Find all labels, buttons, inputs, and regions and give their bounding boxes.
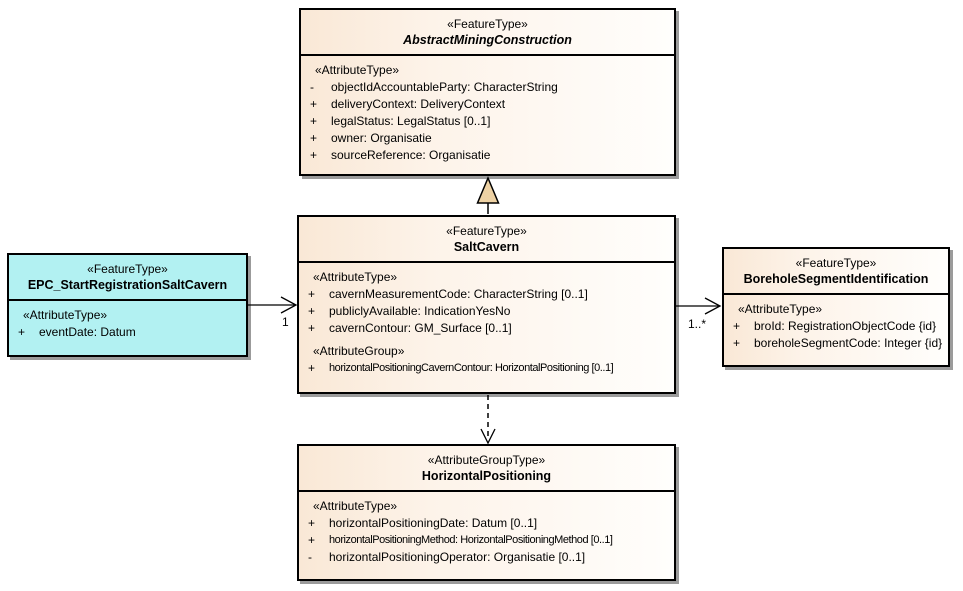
attribute-row: + legalStatus: LegalStatus [0..1] <box>301 113 674 130</box>
stereotype-label: «FeatureType» <box>795 256 877 270</box>
attribute-row: - objectIdAccountableParty: CharacterStr… <box>301 79 674 96</box>
visibility-marker: + <box>18 325 26 339</box>
box-body: «AttributeType» + broId: RegistrationObj… <box>724 295 948 352</box>
visibility-marker: + <box>310 97 318 111</box>
visibility-marker: - <box>308 550 312 564</box>
class-name: EPC_StartRegistrationSaltCavern <box>27 278 228 292</box>
attribute-section-header: «AttributeType» <box>315 63 400 77</box>
class-box-abstract-mining-construction: «FeatureType» AbstractMiningConstruction… <box>299 8 676 176</box>
visibility-marker: + <box>308 516 316 530</box>
attribute-text: cavernContour: GM_Surface [0..1] <box>329 321 512 335</box>
generalization-arrow <box>476 176 500 214</box>
visibility-marker: + <box>733 336 741 350</box>
attribute-text: deliveryContext: DeliveryContext <box>331 97 506 111</box>
attribute-row: + broId: RegistrationObjectCode {id} <box>724 318 948 335</box>
visibility-marker: + <box>308 361 316 375</box>
visibility-marker: + <box>308 287 316 301</box>
attribute-row: + publiclyAvailable: IndicationYesNo <box>299 303 674 320</box>
attribute-text: horizontalPositioningMethod: HorizontalP… <box>329 534 613 546</box>
attribute-section-header: «AttributeType» <box>313 499 398 513</box>
stereotype-label: «FeatureType» <box>447 17 528 31</box>
visibility-marker: + <box>308 533 316 547</box>
attribute-row: + sourceReference: Organisatie <box>301 147 674 164</box>
attribute-text: horizontalPositioningDate: Datum [0..1] <box>329 516 538 530</box>
box-body: «AttributeType» + cavernMeasurementCode:… <box>299 263 674 377</box>
box-body: «AttributeType» - objectIdAccountablePar… <box>301 56 674 164</box>
attribute-group-section-header: «AttributeGroup» <box>313 344 405 358</box>
attribute-text: horizontalPositioningOperator: Organisat… <box>329 550 586 564</box>
attribute-row: + horizontalPositioningDate: Datum [0..1… <box>299 515 674 532</box>
attribute-text: cavernMeasurementCode: CharacterString [… <box>329 287 588 301</box>
class-box-salt-cavern: «FeatureType» SaltCavern «AttributeType»… <box>297 215 676 394</box>
stereotype-label: «FeatureType» <box>87 262 168 276</box>
attribute-row: + cavernMeasurementCode: CharacterString… <box>299 286 674 303</box>
attribute-row: + horizontalPositioningCavernContour: Ho… <box>299 360 674 377</box>
stereotype-label: «AttributeGroupType» <box>427 453 546 467</box>
attribute-text: legalStatus: LegalStatus [0..1] <box>331 114 491 128</box>
attribute-row: - horizontalPositioningOperator: Organis… <box>299 549 674 566</box>
attribute-row: + cavernContour: GM_Surface [0..1] <box>299 320 674 337</box>
attribute-text: broId: RegistrationObjectCode {id} <box>754 319 937 333</box>
visibility-marker: + <box>308 304 316 318</box>
attribute-text: owner: Organisatie <box>331 131 432 145</box>
association-arrow-saltcavern-borehole <box>676 297 722 315</box>
stereotype-label: «FeatureType» <box>446 224 527 238</box>
box-header: «AttributeGroupType» HorizontalPositioni… <box>299 446 674 492</box>
class-name: AbstractMiningConstruction <box>403 33 572 47</box>
class-box-epc-start-registration-salt-cavern: «FeatureType» EPC_StartRegistrationSaltC… <box>7 253 248 357</box>
visibility-marker: + <box>308 321 316 335</box>
visibility-marker: + <box>733 319 741 333</box>
attribute-text: objectIdAccountableParty: CharacterStrin… <box>331 80 558 94</box>
attribute-row: + owner: Organisatie <box>301 130 674 147</box>
attribute-row: + boreholeSegmentCode: Integer {id} <box>724 335 948 352</box>
class-box-borehole-segment-identification: «FeatureType» BoreholeSegmentIdentificat… <box>722 247 950 367</box>
attribute-text: publiclyAvailable: IndicationYesNo <box>329 304 511 318</box>
attribute-text: eventDate: Datum <box>39 325 136 339</box>
box-header: «FeatureType» AbstractMiningConstruction <box>301 10 674 56</box>
attribute-row: + horizontalPositioningMethod: Horizonta… <box>299 532 674 549</box>
association-arrow-epc-saltcavern <box>248 296 298 314</box>
attribute-section-header: «AttributeType» <box>23 308 108 322</box>
attribute-section-header: «AttributeType» <box>313 270 398 284</box>
class-box-horizontal-positioning: «AttributeGroupType» HorizontalPositioni… <box>297 444 676 581</box>
box-body: «AttributeType» + eventDate: Datum <box>9 301 246 341</box>
attribute-text: horizontalPositioningCavernContour: Hori… <box>329 362 614 374</box>
visibility-marker: + <box>310 148 318 162</box>
multiplicity-label-saltcavern-borehole: 1..* <box>688 317 707 331</box>
attribute-text: sourceReference: Organisatie <box>331 148 491 162</box>
multiplicity-label-epc-saltcavern: 1 <box>282 315 289 329</box>
class-name: SaltCavern <box>453 240 520 254</box>
attribute-section-header: «AttributeType» <box>738 302 823 316</box>
dependency-arrow <box>480 395 496 445</box>
attribute-text: boreholeSegmentCode: Integer {id} <box>754 336 943 350</box>
visibility-marker: + <box>310 114 318 128</box>
visibility-marker: - <box>310 80 314 94</box>
box-header: «FeatureType» BoreholeSegmentIdentificat… <box>724 249 948 295</box>
box-header: «FeatureType» EPC_StartRegistrationSaltC… <box>9 255 246 301</box>
box-header: «FeatureType» SaltCavern <box>299 217 674 263</box>
attribute-row: + eventDate: Datum <box>9 324 246 341</box>
box-body: «AttributeType» + horizontalPositioningD… <box>299 492 674 566</box>
class-name: HorizontalPositioning <box>421 469 552 483</box>
class-name: BoreholeSegmentIdentification <box>743 272 929 286</box>
visibility-marker: + <box>310 131 318 145</box>
attribute-row: + deliveryContext: DeliveryContext <box>301 96 674 113</box>
